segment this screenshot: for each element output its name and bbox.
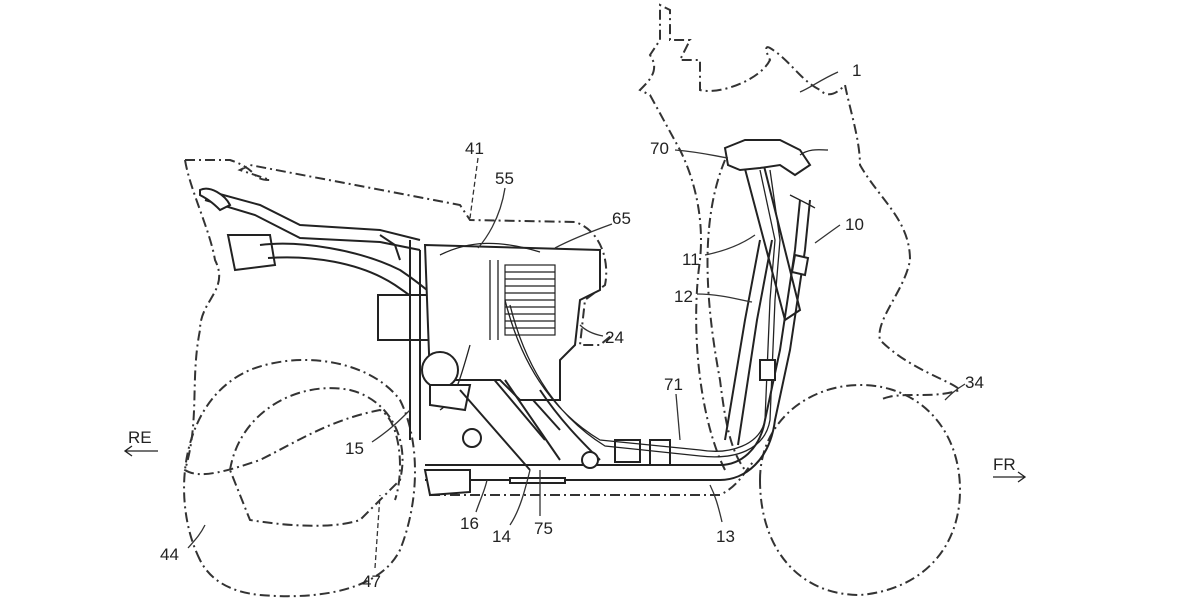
leader-34 bbox=[944, 383, 966, 401]
main-frame bbox=[379, 234, 421, 440]
rear-cushion bbox=[429, 384, 472, 412]
label-1: 1 bbox=[852, 61, 861, 80]
front-shield-inner bbox=[706, 159, 746, 471]
under-frame bbox=[425, 199, 811, 481]
label-65: 65 bbox=[612, 209, 631, 228]
label-44: 44 bbox=[160, 545, 179, 564]
connector bbox=[614, 439, 641, 463]
rear-wheel-outline bbox=[183, 359, 416, 598]
handle-wire bbox=[789, 149, 829, 209]
front-bracket bbox=[790, 253, 810, 277]
leader-13 bbox=[709, 484, 723, 523]
leader-47 bbox=[374, 494, 381, 569]
label-15: 15 bbox=[345, 439, 364, 458]
floor-plate bbox=[509, 477, 566, 484]
leader-70 bbox=[674, 149, 729, 159]
label-16: 16 bbox=[460, 514, 479, 533]
rear-bracket bbox=[226, 234, 277, 272]
label-70: 70 bbox=[650, 139, 669, 158]
leader-16 bbox=[475, 479, 488, 513]
label-13: 13 bbox=[716, 527, 735, 546]
leader-12 bbox=[696, 293, 753, 303]
leader-71 bbox=[675, 393, 681, 441]
leader-15 bbox=[371, 409, 411, 443]
label-14: 14 bbox=[492, 527, 511, 546]
label-41: 41 bbox=[465, 139, 484, 158]
label-10: 10 bbox=[845, 215, 864, 234]
label-12: 12 bbox=[674, 287, 693, 306]
leader-24 bbox=[579, 324, 604, 337]
label-front-direction: FR bbox=[993, 455, 1016, 474]
handlebar-switch-unit bbox=[723, 139, 812, 177]
cooling-pipes bbox=[439, 242, 541, 411]
label-11: 11 bbox=[682, 250, 700, 269]
down-tube bbox=[724, 239, 773, 446]
leader-14 bbox=[509, 469, 531, 526]
leader-1 bbox=[799, 71, 839, 93]
leader-65 bbox=[554, 223, 613, 249]
pivot-bolt-2 bbox=[581, 451, 599, 469]
label-34: 34 bbox=[965, 373, 984, 392]
rear-body-outline bbox=[183, 159, 613, 501]
front-body-outline bbox=[638, 3, 962, 471]
battery-bracket bbox=[423, 469, 471, 497]
wire-harness bbox=[504, 169, 781, 458]
label-47: 47 bbox=[362, 572, 381, 591]
label-75: 75 bbox=[534, 519, 553, 538]
floor-outline bbox=[430, 459, 756, 496]
rear-arrow-icon bbox=[123, 445, 158, 457]
leader-44 bbox=[187, 524, 206, 549]
label-71: 71 bbox=[664, 375, 683, 394]
front-lower-bracket bbox=[759, 359, 776, 381]
label-rear-direction: RE bbox=[128, 428, 152, 447]
radiator-fins bbox=[504, 264, 556, 336]
pivot-bolt-1 bbox=[462, 428, 482, 448]
leader-11 bbox=[704, 234, 756, 256]
leader-10 bbox=[814, 224, 841, 244]
rear-fender-outline bbox=[228, 387, 404, 527]
rear-grab-bar bbox=[199, 187, 232, 212]
leader-41 bbox=[469, 157, 479, 219]
label-55: 55 bbox=[495, 169, 514, 188]
front-arrow-icon bbox=[993, 471, 1027, 483]
leader-55 bbox=[477, 187, 506, 249]
front-wheel-outline bbox=[759, 383, 962, 597]
label-24: 24 bbox=[605, 328, 624, 347]
fan bbox=[421, 351, 459, 389]
